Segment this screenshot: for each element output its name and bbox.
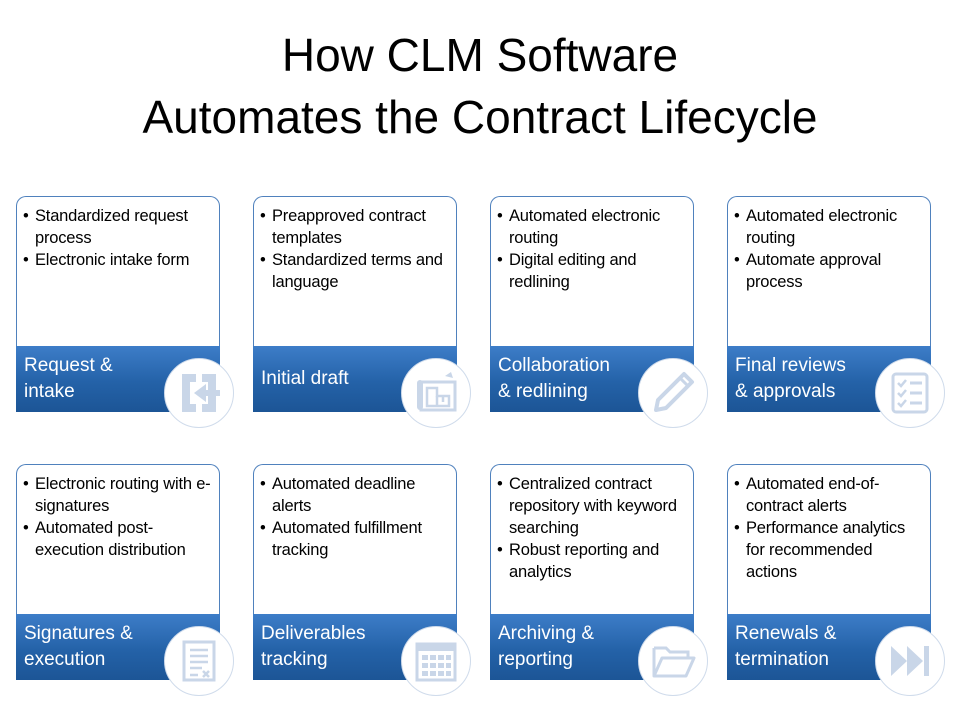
bullet-item: Standardized request process bbox=[23, 205, 215, 249]
stage-card-renewals: Automated end-of-contract alerts Perform… bbox=[727, 464, 945, 696]
stage-label: Renewals & termination bbox=[735, 623, 837, 670]
bullet-item: Automated fulfillment tracking bbox=[260, 517, 452, 561]
card-details: Automated electronic routing Automate ap… bbox=[727, 196, 931, 348]
checklist-icon bbox=[875, 358, 945, 428]
bullet-item: Centralized contract repository with key… bbox=[497, 473, 689, 539]
card-details: Automated end-of-contract alerts Perform… bbox=[727, 464, 931, 616]
blueprint-icon bbox=[401, 358, 471, 428]
bullet-item: Automated deadline alerts bbox=[260, 473, 452, 517]
bullet-list: Automated end-of-contract alerts Perform… bbox=[734, 473, 926, 583]
bullet-item: Electronic intake form bbox=[23, 249, 215, 271]
bullet-item: Standardized terms and language bbox=[260, 249, 452, 293]
bullet-item: Performance analytics for recommended ac… bbox=[734, 517, 926, 583]
stage-label: Initial draft bbox=[261, 368, 349, 389]
stage-card-signatures: Electronic routing with e-signatures Aut… bbox=[16, 464, 234, 696]
calendar-icon bbox=[401, 626, 471, 696]
stage-label-bar: Final reviews & approvals bbox=[727, 346, 931, 412]
stage-label: Collaboration & redlining bbox=[498, 355, 610, 402]
bullet-item: Automated electronic routing bbox=[497, 205, 689, 249]
bullet-item: Robust reporting and analytics bbox=[497, 539, 689, 583]
stage-label: Request & intake bbox=[24, 355, 113, 402]
stage-card-deliverables: Automated deadline alerts Automated fulf… bbox=[253, 464, 471, 696]
bullet-list: Automated electronic routing Digital edi… bbox=[497, 205, 689, 293]
folder-icon bbox=[638, 626, 708, 696]
bullet-item: Electronic routing with e-signatures bbox=[23, 473, 215, 517]
bullet-list: Standardized request process Electronic … bbox=[23, 205, 215, 271]
stage-card-request-intake: Standardized request process Electronic … bbox=[16, 196, 234, 428]
bullet-list: Preapproved contract templates Standardi… bbox=[260, 205, 452, 293]
bullet-list: Electronic routing with e-signatures Aut… bbox=[23, 473, 215, 561]
bullet-list: Automated electronic routing Automate ap… bbox=[734, 205, 926, 293]
bullet-item: Digital editing and redlining bbox=[497, 249, 689, 293]
stage-label: Final reviews & approvals bbox=[735, 355, 846, 402]
bullet-item: Preapproved contract templates bbox=[260, 205, 452, 249]
fast-forward-icon bbox=[875, 626, 945, 696]
card-details: Preapproved contract templates Standardi… bbox=[253, 196, 457, 348]
bullet-item: Automated end-of-contract alerts bbox=[734, 473, 926, 517]
signed-document-icon bbox=[164, 626, 234, 696]
bullet-list: Centralized contract repository with key… bbox=[497, 473, 689, 583]
bullet-item: Automated electronic routing bbox=[734, 205, 926, 249]
sign-in-icon bbox=[164, 358, 234, 428]
card-details: Electronic routing with e-signatures Aut… bbox=[16, 464, 220, 616]
card-details: Standardized request process Electronic … bbox=[16, 196, 220, 348]
stage-label: Archiving & reporting bbox=[498, 623, 595, 670]
card-details: Automated deadline alerts Automated fulf… bbox=[253, 464, 457, 616]
card-details: Automated electronic routing Digital edi… bbox=[490, 196, 694, 348]
title-line-2: Automates the Contract Lifecycle bbox=[142, 91, 818, 143]
bullet-list: Automated deadline alerts Automated fulf… bbox=[260, 473, 452, 561]
title-line-1: How CLM Software bbox=[281, 29, 679, 81]
stage-card-archiving: Centralized contract repository with key… bbox=[490, 464, 708, 696]
stage-label: Signatures & execution bbox=[24, 623, 133, 670]
stage-card-final-reviews: Automated electronic routing Automate ap… bbox=[727, 196, 945, 428]
stage-label: Deliverables tracking bbox=[261, 623, 366, 670]
bullet-item: Automated post-execution distribution bbox=[23, 517, 215, 561]
stage-label-bar: Initial draft bbox=[253, 346, 457, 412]
page-title: How CLM Software Automates the Contract … bbox=[0, 24, 960, 148]
stage-card-initial-draft: Preapproved contract templates Standardi… bbox=[253, 196, 471, 428]
pencil-icon bbox=[638, 358, 708, 428]
card-details: Centralized contract repository with key… bbox=[490, 464, 694, 616]
bullet-item: Automate approval process bbox=[734, 249, 926, 293]
stage-card-collaboration: Automated electronic routing Digital edi… bbox=[490, 196, 708, 428]
